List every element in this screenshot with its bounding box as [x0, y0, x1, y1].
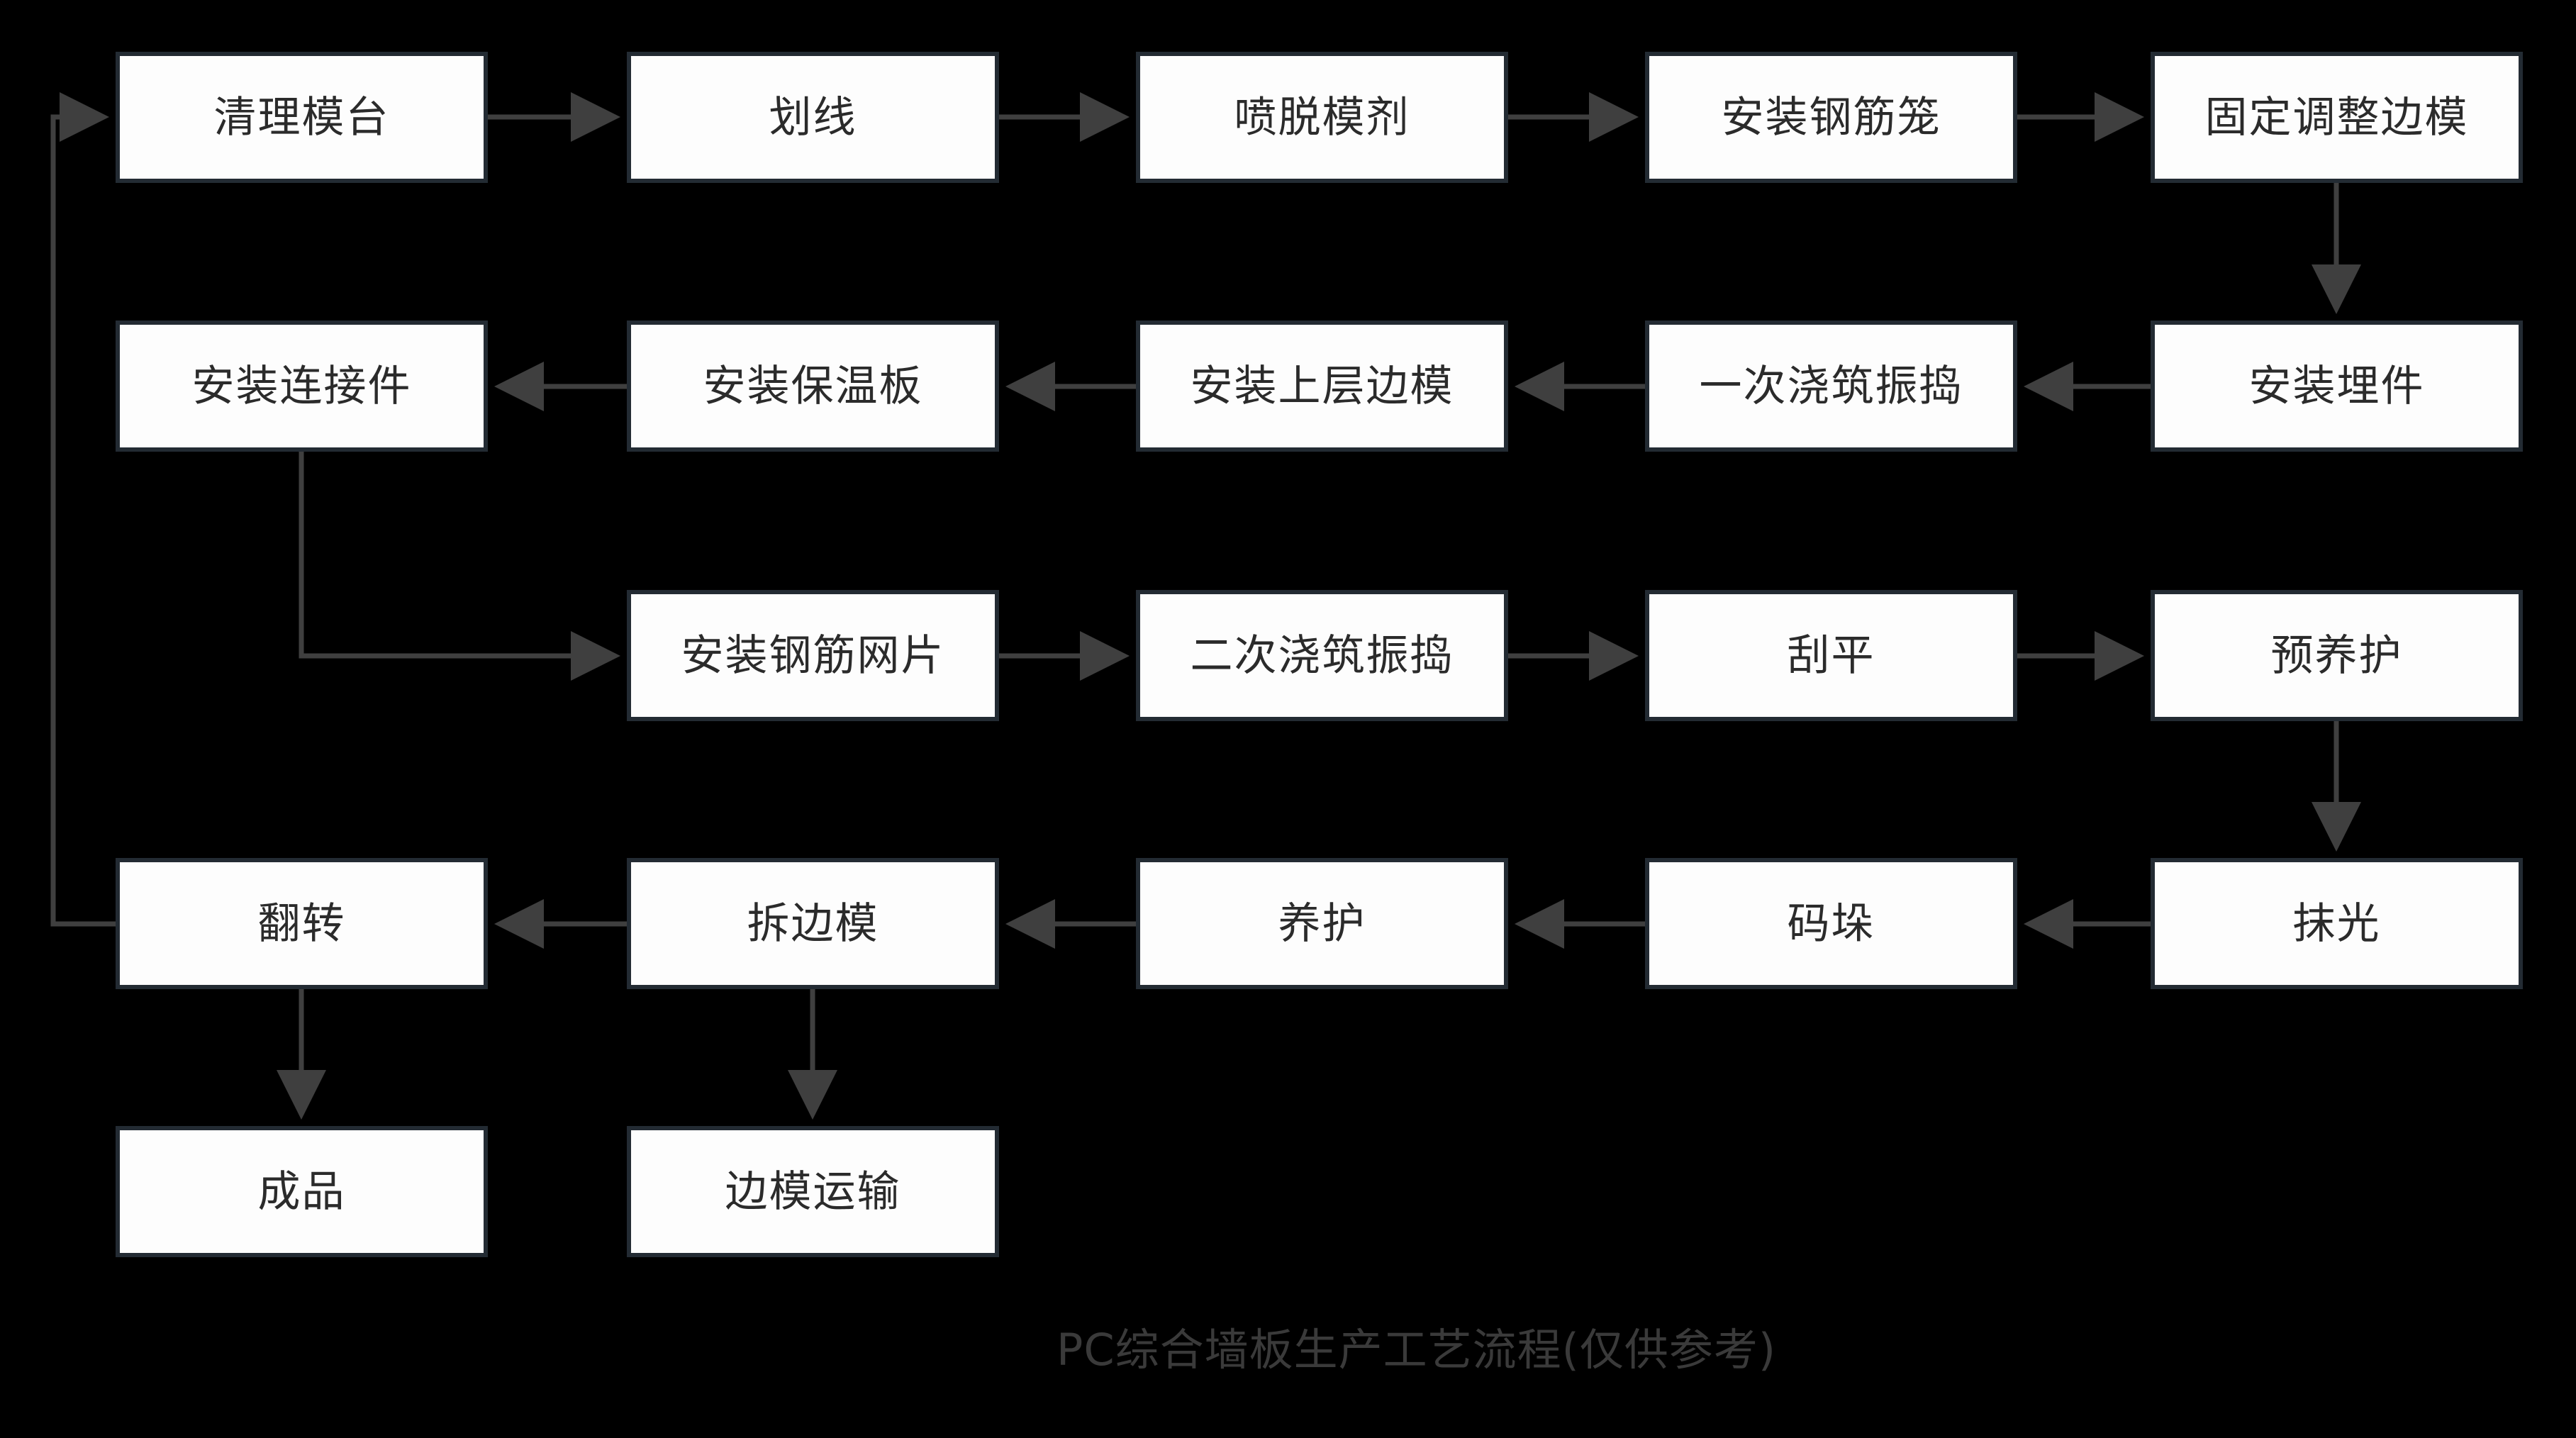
process-node-n1[interactable]: 清理模台 [116, 52, 488, 183]
edge-n6-to-n11 [299, 452, 620, 681]
process-node-n8[interactable]: 安装上层边模 [1136, 321, 1508, 452]
edge-n15-to-n1 [50, 92, 116, 927]
process-node-n10[interactable]: 安装埋件 [2151, 321, 2523, 452]
process-node-n18[interactable]: 码垛 [1645, 858, 2017, 989]
process-node-n13[interactable]: 刮平 [1645, 590, 2017, 721]
process-node-n4[interactable]: 安装钢筋笼 [1645, 52, 2017, 183]
process-node-n7[interactable]: 安装保温板 [627, 321, 999, 452]
process-node-n16[interactable]: 拆边模 [627, 858, 999, 989]
process-node-n6[interactable]: 安装连接件 [116, 321, 488, 452]
process-node-n20[interactable]: 成品 [116, 1126, 488, 1257]
process-node-n3[interactable]: 喷脱模剂 [1136, 52, 1508, 183]
process-node-n15[interactable]: 翻转 [116, 858, 488, 989]
process-node-n5[interactable]: 固定调整边模 [2151, 52, 2523, 183]
process-node-n17[interactable]: 养护 [1136, 858, 1508, 989]
process-node-n19[interactable]: 抹光 [2151, 858, 2523, 989]
process-node-n9[interactable]: 一次浇筑振捣 [1645, 321, 2017, 452]
process-node-n11[interactable]: 安装钢筋网片 [627, 590, 999, 721]
diagram-caption: PC综合墙板生产工艺流程(仅供参考) [1056, 1324, 1777, 1376]
process-node-n21[interactable]: 边模运输 [627, 1126, 999, 1257]
process-node-n14[interactable]: 预养护 [2151, 590, 2523, 721]
connector-group [50, 92, 2361, 1120]
process-node-n2[interactable]: 划线 [627, 52, 999, 183]
process-node-n12[interactable]: 二次浇筑振捣 [1136, 590, 1508, 721]
